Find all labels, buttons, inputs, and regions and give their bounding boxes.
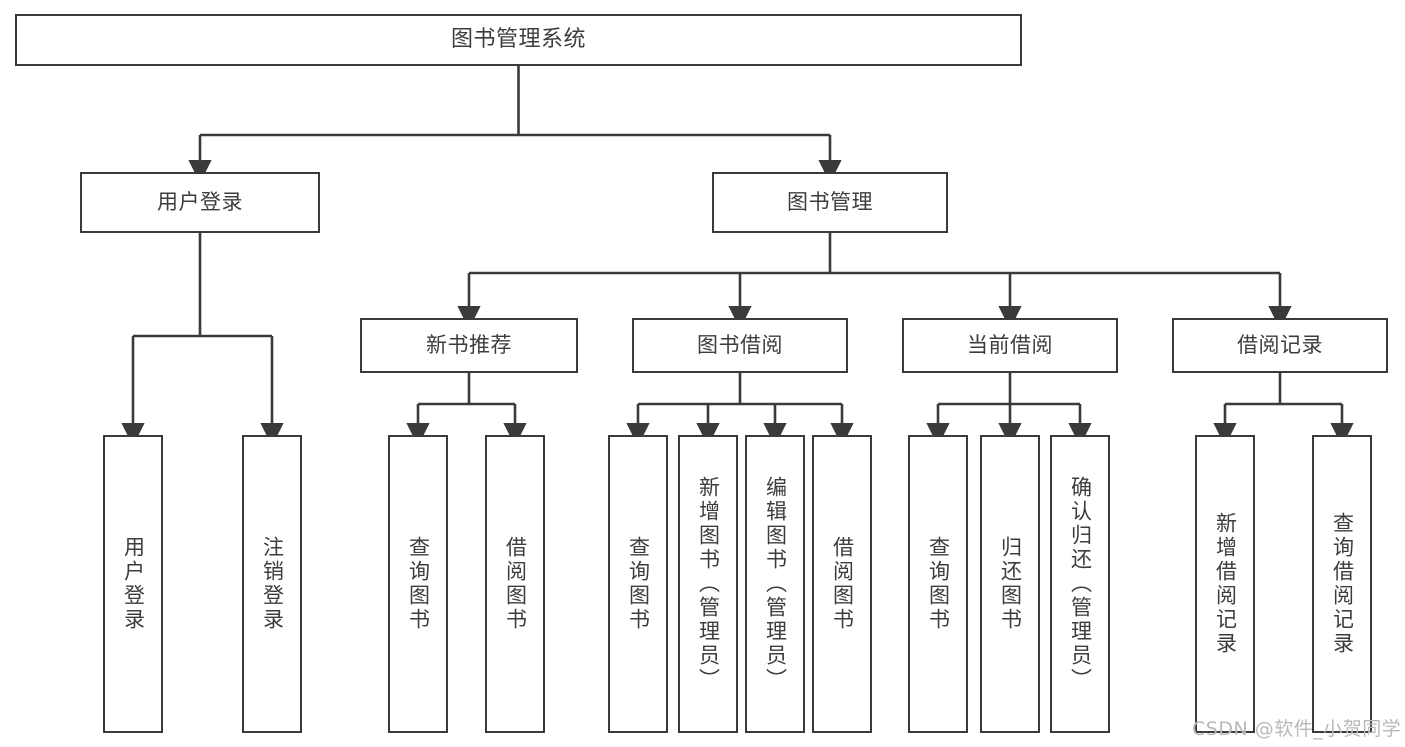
node-label: 当前借阅 [967, 333, 1053, 358]
node-label: 注销登录 [260, 536, 285, 632]
node-l3-bbook1[interactable]: 借阅图书 [485, 435, 545, 733]
node-l3-addbook[interactable]: 新增图书（管理员） [678, 435, 738, 733]
node-l1-login[interactable]: 用户登录 [80, 172, 320, 233]
node-l3-bbook2[interactable]: 借阅图书 [812, 435, 872, 733]
node-label: 查询借阅记录 [1330, 512, 1355, 656]
node-l3-qrec[interactable]: 查询借阅记录 [1312, 435, 1372, 733]
node-l3-addrec[interactable]: 新增借阅记录 [1195, 435, 1255, 733]
node-label: 用户登录 [157, 190, 243, 215]
node-l3-userlogin[interactable]: 用户登录 [103, 435, 163, 733]
node-label: 新增图书（管理员） [696, 476, 721, 692]
node-l3-qbook2[interactable]: 查询图书 [608, 435, 668, 733]
node-label: 用户登录 [121, 536, 146, 632]
node-l3-editbook[interactable]: 编辑图书（管理员） [745, 435, 805, 733]
node-label: 借阅图书 [503, 536, 528, 632]
node-label: 确认归还（管理员） [1068, 476, 1093, 692]
node-label: 图书借阅 [697, 333, 783, 358]
node-label: 编辑图书（管理员） [763, 476, 788, 692]
node-l3-return[interactable]: 归还图书 [980, 435, 1040, 733]
node-l2-current[interactable]: 当前借阅 [902, 318, 1118, 373]
node-l1-books[interactable]: 图书管理 [712, 172, 948, 233]
node-root[interactable]: 图书管理系统 [15, 14, 1022, 66]
node-l3-logout[interactable]: 注销登录 [242, 435, 302, 733]
node-label: 查询图书 [926, 536, 951, 632]
node-l2-records[interactable]: 借阅记录 [1172, 318, 1388, 373]
node-label: 查询图书 [406, 536, 431, 632]
node-label: 图书管理系统 [450, 27, 586, 53]
csdn-watermark: CSDN @软件_小贺同学 [1192, 718, 1402, 740]
node-label: 新书推荐 [426, 333, 512, 358]
node-l3-confirm[interactable]: 确认归还（管理员） [1050, 435, 1110, 733]
node-label: 归还图书 [998, 536, 1023, 632]
node-label: 新增借阅记录 [1213, 512, 1238, 656]
node-l3-qbook3[interactable]: 查询图书 [908, 435, 968, 733]
node-l2-newrec[interactable]: 新书推荐 [360, 318, 578, 373]
node-label: 图书管理 [787, 190, 873, 215]
node-label: 借阅图书 [830, 536, 855, 632]
node-l2-borrow[interactable]: 图书借阅 [632, 318, 848, 373]
node-label: 借阅记录 [1237, 333, 1323, 358]
node-label: 查询图书 [626, 536, 651, 632]
node-l3-qbook1[interactable]: 查询图书 [388, 435, 448, 733]
